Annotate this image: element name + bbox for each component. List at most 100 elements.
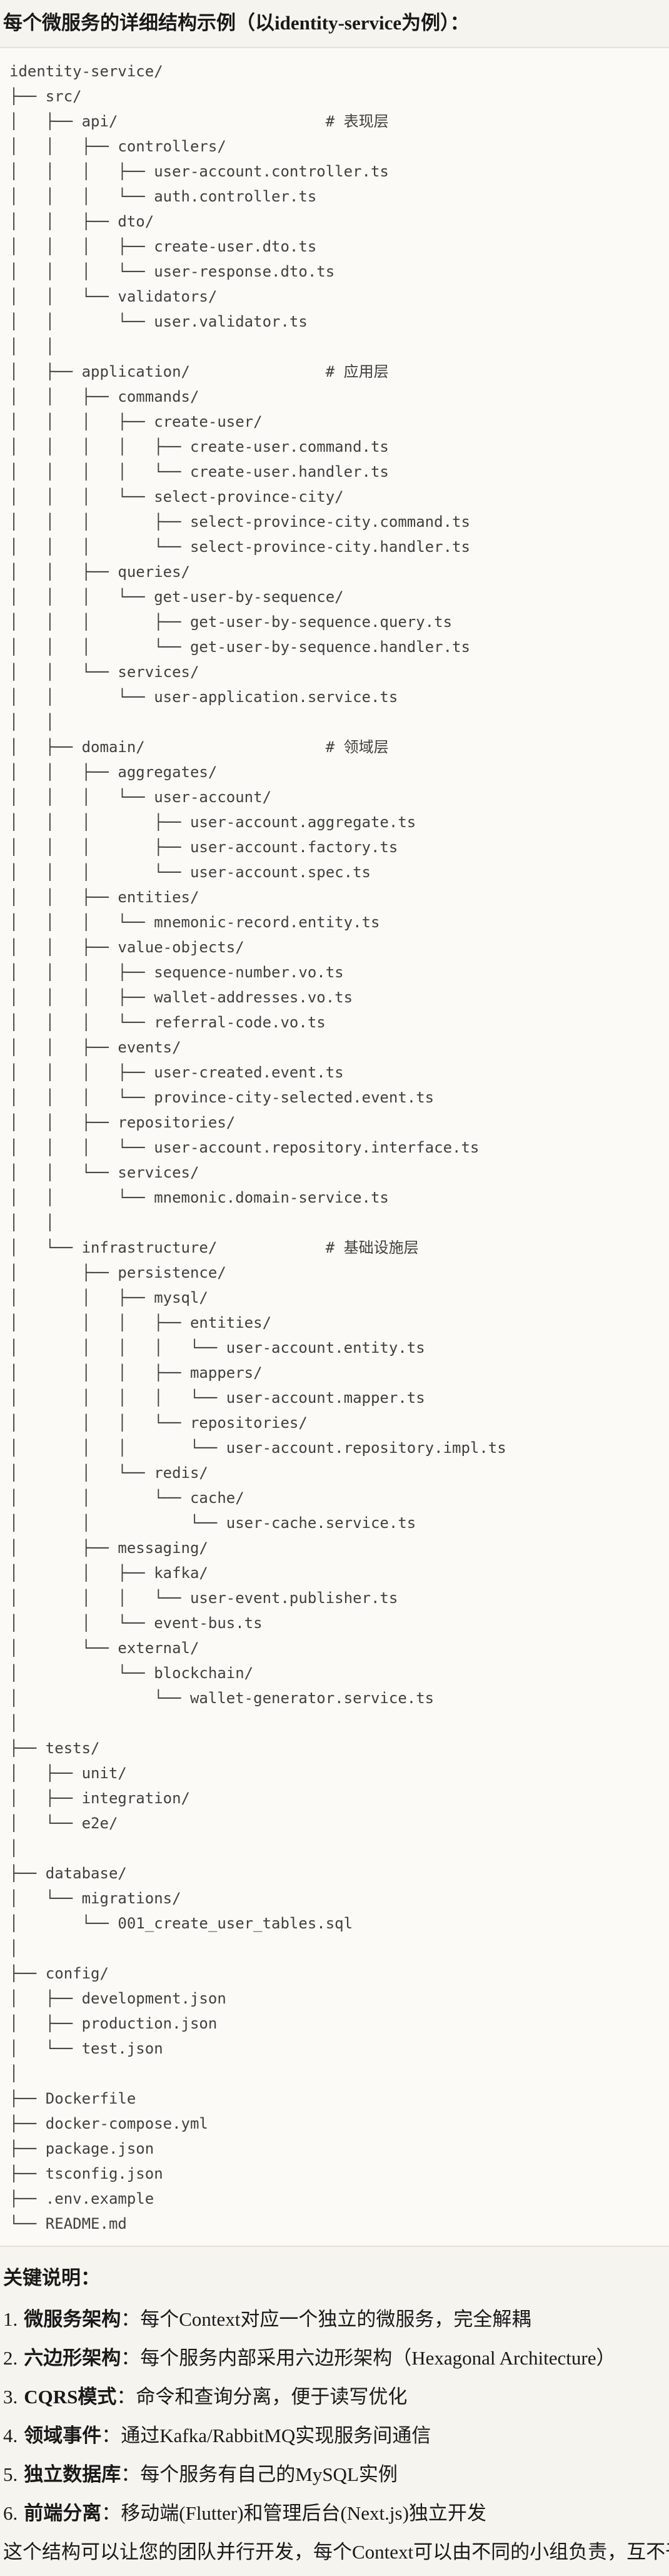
note-item: 4.领域事件：通过Kafka/RabbitMQ实现服务间通信 bbox=[3, 2423, 666, 2448]
tree-line: │ │ │ └── referral-code.vo.ts bbox=[9, 1014, 326, 1031]
note-number: 1. bbox=[3, 2308, 18, 2330]
tree-line: │ │ ├── mysql/ bbox=[9, 1289, 208, 1306]
tree-line: │ │ ├── repositories/ bbox=[9, 1114, 236, 1131]
tree-line: │ │ │ ├── select-province-city.command.t… bbox=[9, 513, 470, 531]
note-term: 独立数据库 bbox=[24, 2463, 121, 2485]
tree-line: │ └── migrations/ bbox=[9, 1890, 181, 1907]
tree-line: │ │ │ ├── get-user-by-sequence.query.ts bbox=[9, 613, 453, 631]
tree-line: │ ├── application/ # 应用层 bbox=[9, 363, 389, 380]
note-desc: ：命令和查询分离，便于读写优化 bbox=[116, 2386, 408, 2408]
note-number: 5. bbox=[3, 2463, 18, 2485]
tree-line: │ │ └── cache/ bbox=[9, 1489, 244, 1507]
tree-line: │ │ │ │ ├── create-user.command.ts bbox=[9, 438, 389, 456]
tree-line: ├── Dockerfile bbox=[9, 2090, 136, 2107]
note-desc: ：每个服务内部采用六边形架构（Hexagonal Architecture） bbox=[121, 2347, 616, 2369]
tree-line: │ └── e2e/ bbox=[9, 1815, 118, 1832]
tree-line: │ │ │ └── user-account/ bbox=[9, 788, 272, 806]
tree-line: │ │ └── mnemonic.domain-service.ts bbox=[9, 1189, 389, 1206]
tree-line: │ │ │ └── select-province-city/ bbox=[9, 488, 344, 506]
note-term: 前端分离 bbox=[24, 2502, 102, 2524]
tree-line: │ │ └── user.validator.ts bbox=[9, 313, 308, 330]
tree-line: │ │ └── user-cache.service.ts bbox=[9, 1514, 416, 1532]
note-term: 六边形架构 bbox=[24, 2347, 121, 2369]
tree-line: │ │ │ ├── user-account.factory.ts bbox=[9, 838, 398, 856]
tree-line: │ └── test.json bbox=[9, 2040, 163, 2057]
note-number: 6. bbox=[3, 2502, 18, 2524]
page-title: 每个微服务的详细结构示例（以identity-service为例）： bbox=[3, 12, 470, 34]
tree-line: │ │ └── redis/ bbox=[9, 1464, 208, 1482]
tree-line: │ │ │ └── auth.controller.ts bbox=[9, 188, 317, 205]
tree-line: │ │ ├── value-objects/ bbox=[9, 939, 244, 956]
tree-line: │ │ └── validators/ bbox=[9, 288, 218, 305]
tree-line: │ ├── domain/ # 领域层 bbox=[9, 738, 389, 756]
tree-line: │ │ │ └── get-user-by-sequence.handler.t… bbox=[9, 638, 470, 656]
tree-line: │ │ │ └── select-province-city.handler.t… bbox=[9, 538, 470, 556]
tree-line: │ │ │ └── user-response.dto.ts bbox=[9, 263, 335, 280]
note-term: 微服务架构 bbox=[24, 2308, 121, 2330]
tree-line: ├── database/ bbox=[9, 1865, 127, 1882]
tree-line: │ │ │ └── mnemonic-record.entity.ts bbox=[9, 914, 380, 931]
tree-line: │ └── 001_create_user_tables.sql bbox=[9, 1915, 353, 1932]
tree-line: │ ├── development.json bbox=[9, 1990, 226, 2007]
tree-line: │ │ │ ├── user-account.controller.ts bbox=[9, 163, 389, 180]
tree-line: identity-service/ bbox=[9, 63, 163, 80]
tree-line: ├── tsconfig.json bbox=[9, 2165, 163, 2182]
tree-line: │ │ bbox=[9, 338, 55, 355]
note-item: 2.六边形架构：每个服务内部采用六边形架构（Hexagonal Architec… bbox=[3, 2346, 666, 2371]
tree-line: │ │ │ ├── sequence-number.vo.ts bbox=[9, 964, 344, 981]
tree-line: │ ├── api/ # 表现层 bbox=[9, 113, 389, 130]
tree-line: │ │ ├── events/ bbox=[9, 1039, 181, 1056]
tree-line: │ │ │ ├── create-user.dto.ts bbox=[9, 238, 317, 255]
tree-line: │ └── infrastructure/ # 基础设施层 bbox=[9, 1239, 419, 1256]
tree-line: │ ├── production.json bbox=[9, 2015, 218, 2032]
note-item: 6. 前端分离：移动端(Flutter)和管理后台(Next.js)独立开发 bbox=[3, 2501, 666, 2526]
note-term: CQRS模式 bbox=[24, 2386, 117, 2408]
tree-line: │ │ │ │ └── create-user.handler.ts bbox=[9, 463, 389, 481]
tree-line: │ │ ├── entities/ bbox=[9, 888, 199, 906]
tree-line: │ │ │ └── province-city-selected.event.t… bbox=[9, 1089, 435, 1106]
tree-line: │ │ │ ├── entities/ bbox=[9, 1314, 272, 1331]
notes-list: 1. 微服务架构：每个Context对应一个独立的微服务，完全解耦 2.六边形架构：… bbox=[0, 2307, 669, 2526]
note-item: 5. 独立数据库：每个服务有自己的MySQL实例 bbox=[3, 2462, 666, 2487]
tree-line: │ └── blockchain/ bbox=[9, 1664, 254, 1682]
note-desc: ：每个Context对应一个独立的微服务，完全解耦 bbox=[121, 2308, 531, 2330]
tree-line: │ │ │ └── user-account.repository.interf… bbox=[9, 1139, 480, 1156]
tree-line: └── README.md bbox=[9, 2215, 127, 2232]
tree-line: │ │ ├── queries/ bbox=[9, 563, 190, 581]
note-number: 4. bbox=[3, 2425, 18, 2446]
tree-line: │ │ │ └── user-account.repository.impl.t… bbox=[9, 1439, 506, 1457]
tree-line: │ │ │ │ └── user-account.mapper.ts bbox=[9, 1389, 425, 1407]
note-item: 1. 微服务架构：每个Context对应一个独立的微服务，完全解耦 bbox=[3, 2307, 666, 2332]
tree-line: ├── tests/ bbox=[9, 1739, 100, 1757]
code-block: identity-service/ ├── src/ │ ├── api/ # 表现… bbox=[0, 47, 669, 2247]
notes-heading: 关键说明： bbox=[3, 2267, 100, 2289]
note-number: 3. bbox=[3, 2386, 18, 2408]
tree-line: │ │ │ └── user-account.spec.ts bbox=[9, 863, 371, 881]
tree-line: │ │ ├── kafka/ bbox=[9, 1564, 208, 1582]
tree-line: │ │ │ ├── create-user/ bbox=[9, 413, 263, 430]
tree-line: │ │ ├── controllers/ bbox=[9, 138, 226, 155]
tree-line: │ bbox=[9, 1714, 19, 1732]
tree-line: │ │ └── services/ bbox=[9, 1164, 199, 1181]
tree-line: │ ├── persistence/ bbox=[9, 1264, 226, 1281]
tree-line: │ bbox=[9, 2065, 19, 2082]
tree-line: │ │ ├── aggregates/ bbox=[9, 763, 218, 781]
tree-line: │ ├── unit/ bbox=[9, 1764, 127, 1782]
tree-line: ├── config/ bbox=[9, 1965, 109, 1982]
tree-line: │ │ ├── commands/ bbox=[9, 388, 199, 405]
tree-line: ├── docker-compose.yml bbox=[9, 2115, 208, 2132]
tree-line: ├── src/ bbox=[9, 88, 82, 105]
tree-line: │ └── external/ bbox=[9, 1639, 199, 1657]
note-desc: ：每个服务有自己的MySQL实例 bbox=[121, 2463, 398, 2485]
tree-line: │ │ │ └── user-event.publisher.ts bbox=[9, 1589, 398, 1607]
tree-line: ├── package.json bbox=[9, 2140, 154, 2157]
tree-line: │ ├── messaging/ bbox=[9, 1539, 208, 1557]
tree-line: │ │ └── event-bus.ts bbox=[9, 1614, 263, 1632]
tree-line: ├── .env.example bbox=[9, 2190, 154, 2207]
note-desc: ：移动端(Flutter)和管理后台(Next.js)独立开发 bbox=[101, 2502, 486, 2524]
tree-line: │ ├── integration/ bbox=[9, 1789, 190, 1807]
note-term: 领域事件 bbox=[24, 2425, 102, 2446]
tree-line: │ bbox=[9, 1840, 19, 1857]
note-item: 3. CQRS模式：命令和查询分离，便于读写优化 bbox=[3, 2385, 666, 2410]
